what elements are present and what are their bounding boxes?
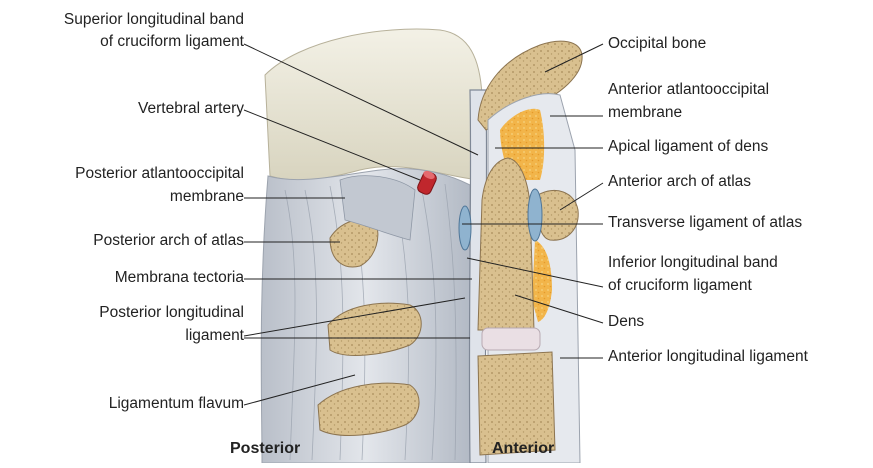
label-ant-ao-membrane-line2: membrane — [608, 103, 682, 123]
label-anterior-arch: Anterior arch of atlas — [608, 172, 751, 192]
label-ligamentum-flavum: Ligamentum flavum — [109, 394, 244, 414]
dens-bone — [478, 158, 534, 330]
label-membrana-tectoria: Membrana tectoria — [115, 268, 244, 288]
intervertebral-disc — [482, 328, 540, 350]
orientation-anterior: Anterior — [492, 439, 554, 459]
label-post-ao-membrane-line2: membrane — [170, 187, 244, 207]
transverse-ligament-anterior — [528, 189, 542, 241]
label-superior-band-line2: of cruciform ligament — [100, 32, 244, 52]
transverse-ligament-posterior — [459, 206, 471, 250]
label-transverse-ligament: Transverse ligament of atlas — [608, 213, 802, 233]
label-vertebral-artery: Vertebral artery — [138, 99, 244, 119]
label-ant-long-lig: Anterior longitudinal ligament — [608, 347, 808, 367]
label-apical-ligament: Apical ligament of dens — [608, 137, 768, 157]
label-superior-band-line1: Superior longitudinal band — [64, 10, 244, 30]
label-inferior-band-line2: of cruciform ligament — [608, 276, 752, 296]
label-post-long-lig-line2: ligament — [185, 326, 244, 346]
orientation-posterior: Posterior — [230, 439, 300, 459]
label-posterior-arch: Posterior arch of atlas — [93, 231, 244, 251]
label-occipital-bone: Occipital bone — [608, 34, 706, 54]
label-inferior-band-line1: Inferior longitudinal band — [608, 253, 778, 273]
label-ant-ao-membrane-line1: Anterior atlantooccipital — [608, 80, 769, 100]
label-dens: Dens — [608, 312, 644, 332]
label-post-long-lig-line1: Posterior longitudinal — [99, 303, 244, 323]
label-post-ao-membrane-line1: Posterior atlantooccipital — [75, 164, 244, 184]
skull-base — [265, 29, 482, 180]
